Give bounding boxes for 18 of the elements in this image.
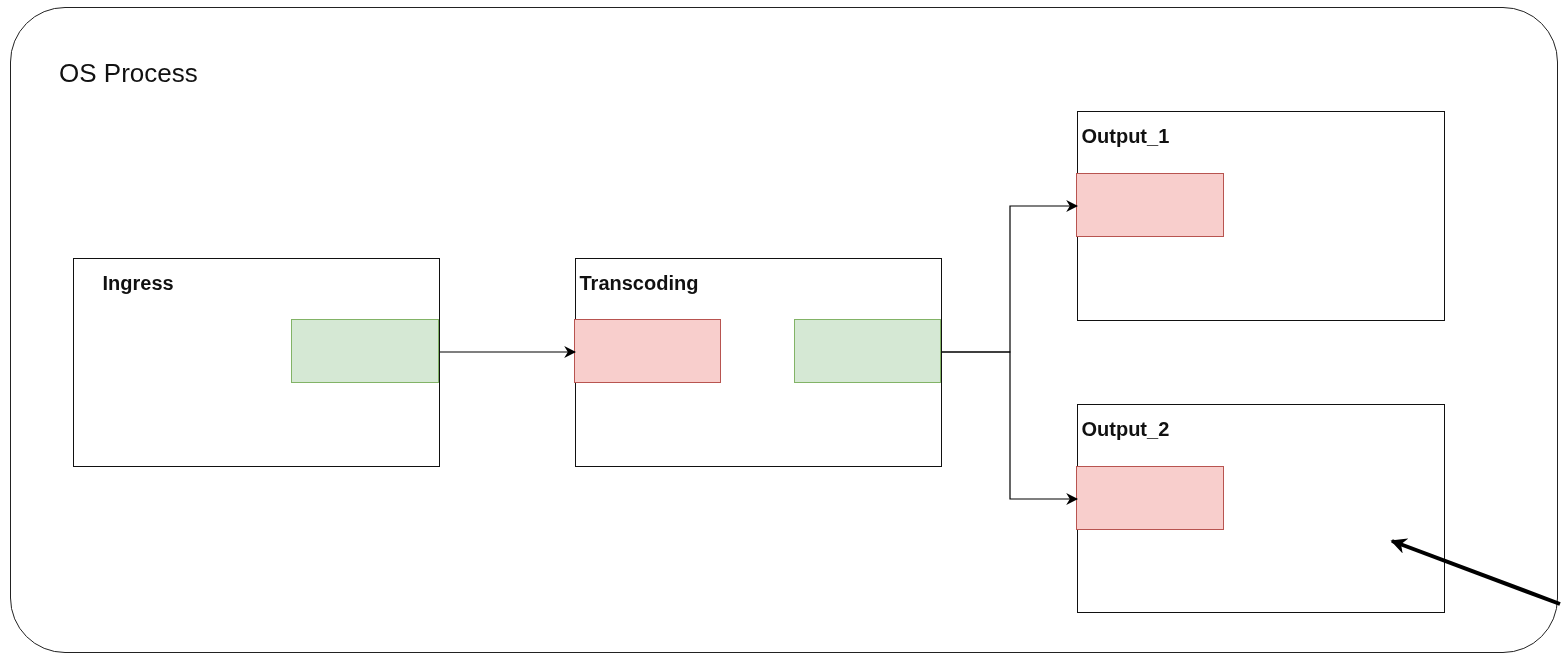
input-port: [1076, 173, 1224, 237]
box-title: Output_1: [1081, 124, 1170, 148]
arrow: [1390, 538, 1561, 606]
process-container: [10, 7, 1558, 653]
output-port: [291, 319, 439, 383]
output-port: [794, 319, 941, 383]
box-title: Ingress: [102, 271, 174, 295]
box-title: Output_2: [1081, 417, 1170, 441]
component-box: [1076, 110, 1445, 321]
arrow: [941, 351, 1079, 505]
box-title: Transcoding: [579, 271, 699, 295]
component-box: [72, 257, 440, 467]
arrow: [439, 346, 577, 358]
input-port: [574, 319, 721, 383]
component-box: [1076, 403, 1445, 613]
box-title: OS Process: [59, 58, 198, 89]
component-box: [574, 257, 942, 467]
input-port: [1076, 466, 1224, 530]
